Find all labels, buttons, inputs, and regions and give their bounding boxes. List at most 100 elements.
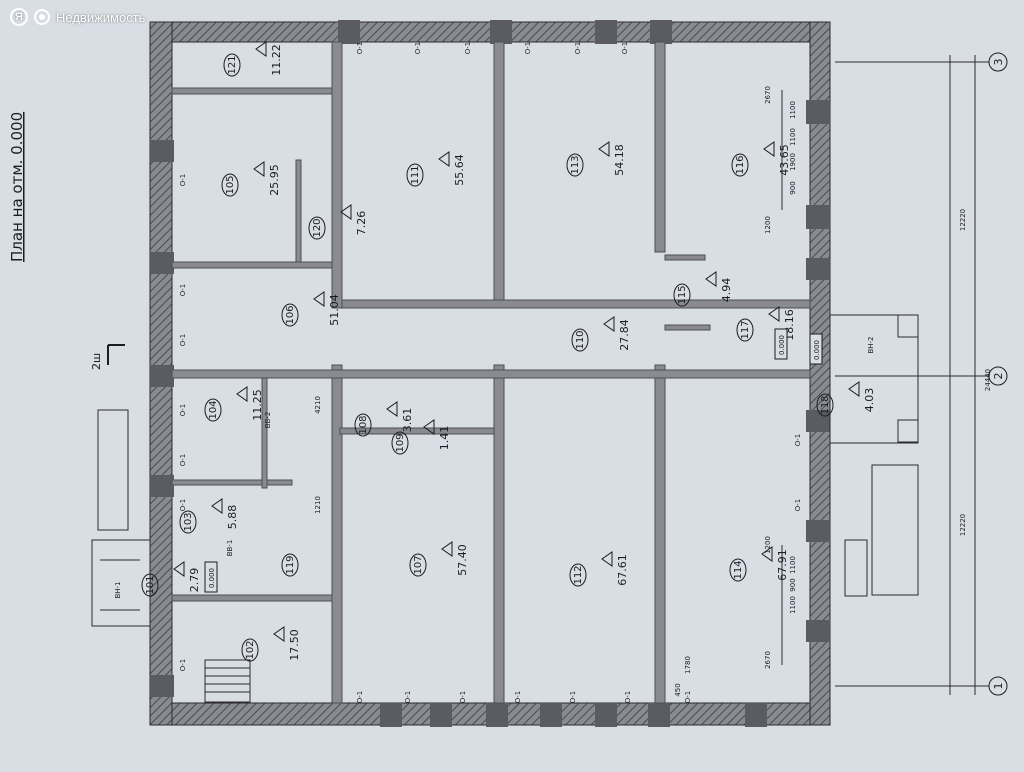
room-number-circle bbox=[241, 638, 259, 662]
area-triangle-icon bbox=[211, 498, 223, 514]
room-number: 116 bbox=[735, 155, 746, 174]
watermark-brand: Недвижимость bbox=[56, 9, 146, 25]
axis-marker-3: 3 bbox=[988, 52, 1008, 72]
elevation-value: 0.000 bbox=[778, 335, 786, 355]
room-number-circle bbox=[406, 163, 424, 187]
room-number-circle bbox=[566, 153, 584, 177]
room-number: 117 bbox=[740, 320, 751, 339]
door-mark: ВВ-1 bbox=[226, 540, 234, 557]
axis-label: 2 bbox=[992, 373, 1005, 380]
area-triangle-icon bbox=[313, 291, 325, 307]
window-mark: О-1 bbox=[514, 691, 522, 704]
window-mark: О-1 bbox=[179, 404, 187, 417]
room-number-circle bbox=[409, 553, 427, 577]
room-area: 11.22 bbox=[270, 44, 283, 76]
window-mark: О-1 bbox=[414, 42, 422, 55]
area-triangle-icon bbox=[236, 386, 248, 402]
axis-markers: 1 2 3 bbox=[988, 52, 1008, 696]
watermark-logo: Я Недвижимость bbox=[10, 8, 145, 26]
area-triangle-icon bbox=[386, 401, 398, 417]
room-number-circle bbox=[673, 283, 691, 307]
elevation-mark: 0.000 bbox=[809, 333, 823, 365]
room-number-circle bbox=[569, 563, 587, 587]
window-mark: О-1 bbox=[179, 499, 187, 512]
room-area: 17.50 bbox=[288, 629, 301, 661]
window-mark: О-1 bbox=[179, 659, 187, 672]
window-mark: О-1 bbox=[624, 691, 632, 704]
area-triangle-icon bbox=[601, 551, 613, 567]
dimension-label: 900 bbox=[789, 181, 797, 194]
dimension-label: 1900 bbox=[789, 153, 797, 171]
axis-circle bbox=[988, 676, 1008, 696]
room-number: 108 bbox=[358, 415, 369, 434]
window-mark: О-1 bbox=[356, 42, 364, 55]
room-number-circle bbox=[221, 173, 239, 197]
window-mark: О-1 bbox=[179, 454, 187, 467]
dimension-label: 1200 bbox=[764, 536, 772, 554]
room-number: 121 bbox=[227, 55, 238, 74]
room-number: 102 bbox=[245, 640, 256, 659]
room-104: 104 11.25 bbox=[204, 386, 264, 422]
dimension-label: 4210 bbox=[314, 396, 322, 414]
room-area: 43.65 bbox=[778, 144, 791, 176]
room-number-circle bbox=[354, 413, 372, 437]
window-mark: О-1 bbox=[459, 691, 467, 704]
room-area: 55.64 bbox=[453, 154, 466, 186]
room-number: 106 bbox=[285, 305, 296, 324]
window-mark: О-1 bbox=[464, 42, 472, 55]
window-mark: О-1 bbox=[569, 691, 577, 704]
axis-label: 1 bbox=[992, 683, 1005, 690]
dimension-label: 2670 bbox=[764, 86, 772, 104]
room-area: 4.94 bbox=[720, 278, 733, 303]
axis-marker-1: 1 bbox=[988, 676, 1008, 696]
room-area: 7.26 bbox=[355, 211, 368, 236]
entrance-porch-right bbox=[829, 314, 919, 597]
room-number: 103 bbox=[183, 512, 194, 531]
area-triangle-icon bbox=[761, 546, 773, 562]
room-number: 115 bbox=[677, 285, 688, 304]
stairs-102 bbox=[204, 659, 251, 703]
dimension-label: 1100 bbox=[789, 556, 797, 574]
room-number: 104 bbox=[208, 400, 219, 419]
room-number: 105 bbox=[225, 175, 236, 194]
yandex-logo-icon: Я bbox=[10, 8, 28, 26]
door-mark: ВВ-2 bbox=[264, 412, 272, 429]
area-triangle-icon bbox=[273, 626, 285, 642]
area-triangle-icon bbox=[253, 161, 265, 177]
room-area: 54.18 bbox=[613, 144, 626, 176]
room-number-circle bbox=[281, 303, 299, 327]
room-number: 113 bbox=[570, 155, 581, 174]
door-mark: ВН-1 bbox=[114, 581, 122, 598]
room-number: 120 bbox=[312, 218, 323, 237]
room-119: 119 bbox=[281, 553, 299, 577]
room-number: 114 bbox=[733, 560, 744, 579]
window-mark: О-1 bbox=[524, 42, 532, 55]
window-mark: О-1 bbox=[404, 691, 412, 704]
elevation-value: 0.000 bbox=[813, 340, 821, 360]
location-pin-icon bbox=[34, 9, 50, 25]
room-number-circle bbox=[736, 318, 754, 342]
area-triangle-icon bbox=[438, 151, 450, 167]
room-number: 119 bbox=[285, 555, 296, 574]
dimension-label: 1210 bbox=[314, 496, 322, 514]
axis-circle bbox=[988, 366, 1008, 386]
room-number-circle bbox=[223, 53, 241, 77]
dimension-lines bbox=[781, 55, 990, 695]
room-area: 11.25 bbox=[251, 389, 264, 421]
axis-circle bbox=[988, 52, 1008, 72]
elevation-box bbox=[809, 333, 823, 365]
room-109: 109 1.41 bbox=[391, 419, 451, 455]
room-area: 1.41 bbox=[438, 426, 451, 451]
room-area: 67.61 bbox=[616, 554, 629, 586]
area-triangle-icon bbox=[423, 419, 435, 435]
room-number: 110 bbox=[575, 330, 586, 349]
room-number: 109 bbox=[395, 433, 406, 452]
room-121: 121 11.22 bbox=[223, 41, 283, 77]
area-triangle-icon bbox=[598, 141, 610, 157]
area-triangle-icon bbox=[705, 271, 717, 287]
